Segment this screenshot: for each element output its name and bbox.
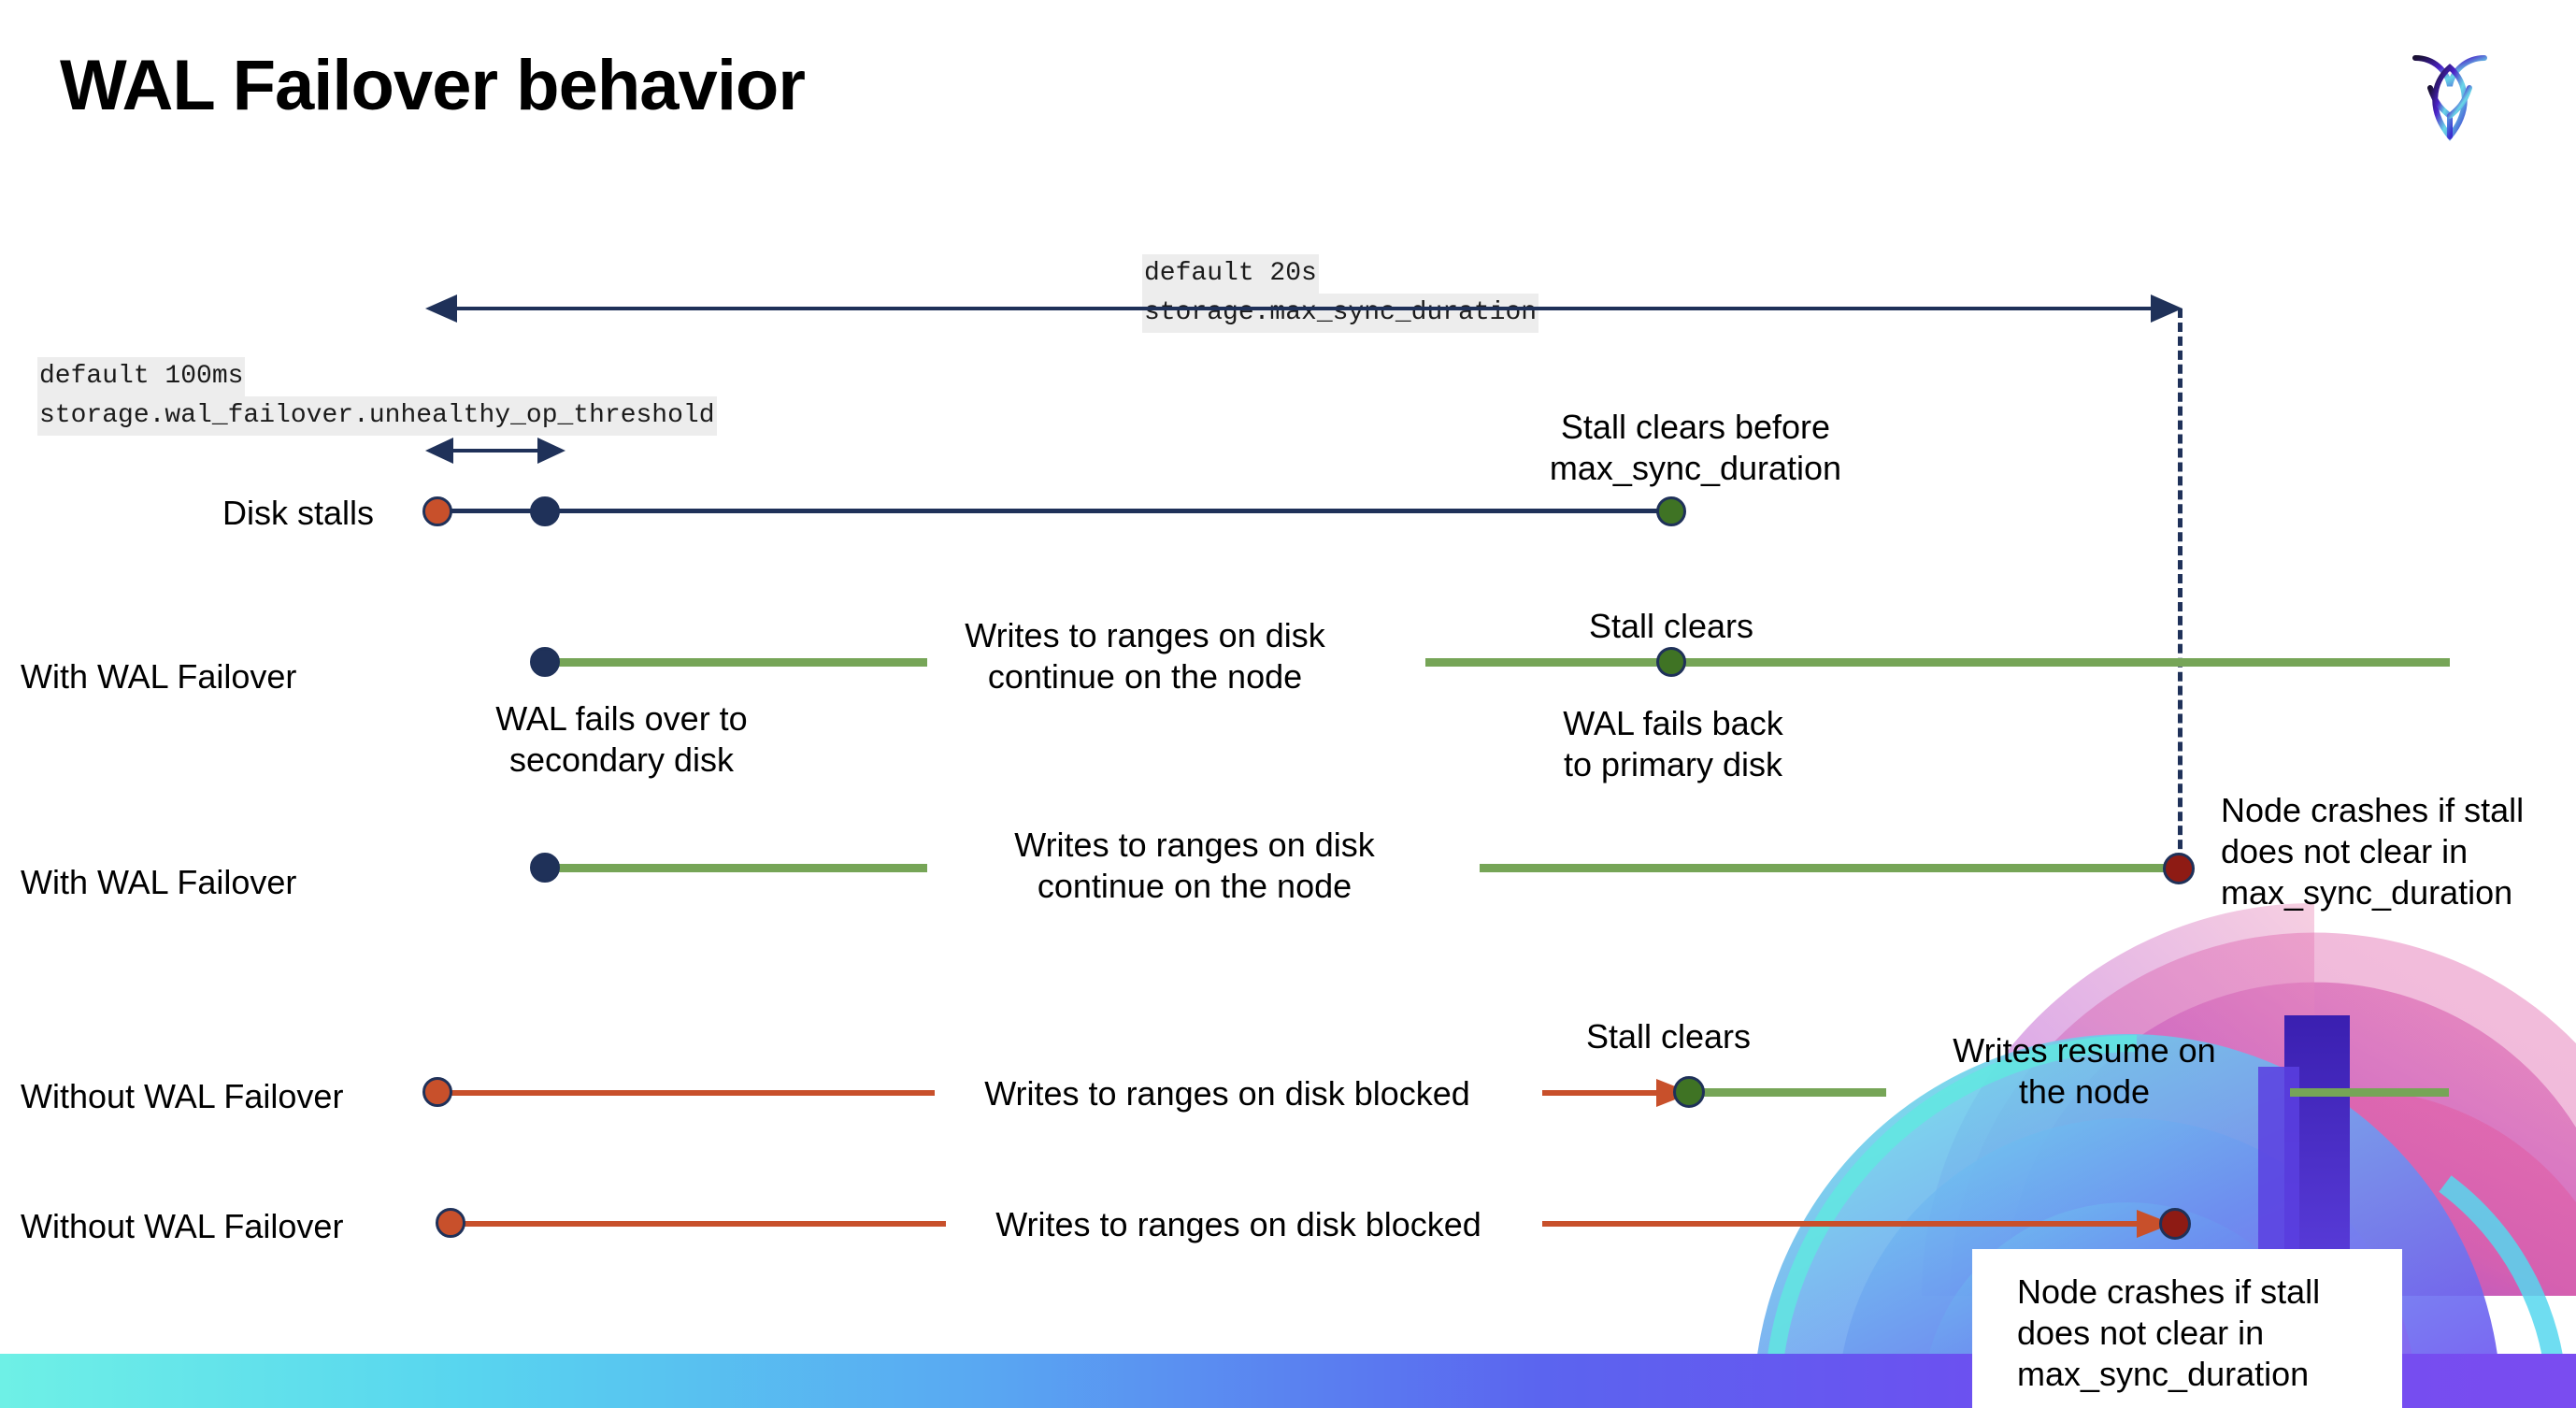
with-wal-failover-2-failover-dot bbox=[530, 853, 560, 883]
max-sync-setting-label: storage.max_sync_duration bbox=[1142, 294, 1539, 333]
row-label-without-wal-failover-1: Without WAL Failover bbox=[21, 1077, 344, 1115]
without-wal-failover-2-start-dot bbox=[436, 1208, 465, 1238]
row-label-with-wal-failover-1: With WAL Failover bbox=[21, 657, 297, 696]
disk-stall-clear-dot bbox=[1656, 496, 1686, 526]
without-wal-failover-1-resume-line-a bbox=[1699, 1088, 1886, 1097]
node-crashes-callout-box bbox=[1972, 1249, 2402, 1408]
without-wal-failover-1-start-dot bbox=[422, 1077, 452, 1107]
with-wal-failover-1-failover-dot bbox=[530, 647, 560, 677]
page-title: WAL Failover behavior bbox=[60, 46, 806, 125]
max-sync-duration-arrow bbox=[425, 295, 2182, 323]
annotation-writes-resume: Writes resume on the node bbox=[1953, 1031, 2216, 1111]
disk-stall-start-dot bbox=[422, 496, 452, 526]
with-wal-failover-1-segment-a bbox=[547, 658, 927, 667]
max-sync-default-label: default 20s bbox=[1142, 254, 1319, 294]
with-wal-failover-1-clear-dot bbox=[1656, 647, 1686, 677]
without-wal-failover-2-blocked-arrow bbox=[1542, 1208, 2172, 1240]
unhealthy-default-label: default 100ms bbox=[37, 357, 246, 396]
unhealthy-setting-label: storage.wal_failover.unhealthy_op_thresh… bbox=[37, 396, 717, 436]
without-wal-failover-2-blocked-line-a bbox=[458, 1221, 946, 1227]
with-wal-failover-2-crash-dot bbox=[2163, 853, 2195, 884]
annotation-stall-clears-1: Stall clears bbox=[1588, 607, 1754, 645]
annotation-writes-blocked-2: Writes to ranges on disk blocked bbox=[995, 1205, 1481, 1243]
annotation-wal-fails-back: WAL fails back to primary disk bbox=[1563, 704, 1783, 783]
without-wal-failover-2-crash-dot bbox=[2159, 1208, 2191, 1240]
without-wal-failover-1-clear-dot bbox=[1673, 1076, 1705, 1108]
with-wal-failover-1-segment-b bbox=[1425, 658, 2450, 667]
annotation-node-crashes-2: Node crashes if stall does not clear in … bbox=[2017, 1272, 2321, 1393]
without-wal-failover-1-blocked-arrow bbox=[1542, 1077, 1692, 1109]
unhealthy-op-threshold-arrow bbox=[425, 437, 565, 465]
max-sync-duration-guide-line bbox=[2178, 309, 2182, 877]
unhealthy-op-threshold-annotation: default 100ms storage.wal_failover.unhea… bbox=[37, 357, 717, 436]
annotation-stall-clears-2: Stall clears bbox=[1585, 1017, 1752, 1056]
annotation-writes-blocked-1: Writes to ranges on disk blocked bbox=[984, 1074, 1470, 1113]
annotation-wal-fails-over: WAL fails over to secondary disk bbox=[495, 699, 748, 779]
max-sync-duration-annotation: default 20s storage.max_sync_duration bbox=[1142, 254, 1539, 333]
disk-stall-failover-dot bbox=[530, 496, 560, 526]
with-wal-failover-2-segment-a bbox=[547, 864, 927, 872]
without-wal-failover-1-resume-line-b bbox=[2290, 1088, 2449, 1097]
annotation-writes-continue-1: Writes to ranges on disk continue on the… bbox=[965, 616, 1325, 696]
row-label-disk-stalls: Disk stalls bbox=[222, 494, 375, 532]
annotation-node-crashes-1: Node crashes if stall does not clear in … bbox=[2221, 791, 2525, 912]
with-wal-failover-2-segment-b bbox=[1480, 864, 2178, 872]
row-label-without-wal-failover-2: Without WAL Failover bbox=[21, 1207, 344, 1245]
annotation-stall-clears-before: Stall clears before max_sync_duration bbox=[1549, 408, 1842, 487]
disk-stalls-timeline bbox=[437, 509, 1671, 513]
annotation-writes-continue-2: Writes to ranges on disk continue on the… bbox=[1014, 826, 1375, 905]
row-label-with-wal-failover-2: With WAL Failover bbox=[21, 863, 297, 901]
cockroachdb-logo-icon bbox=[2389, 34, 2511, 155]
without-wal-failover-1-blocked-line-a bbox=[447, 1090, 935, 1096]
